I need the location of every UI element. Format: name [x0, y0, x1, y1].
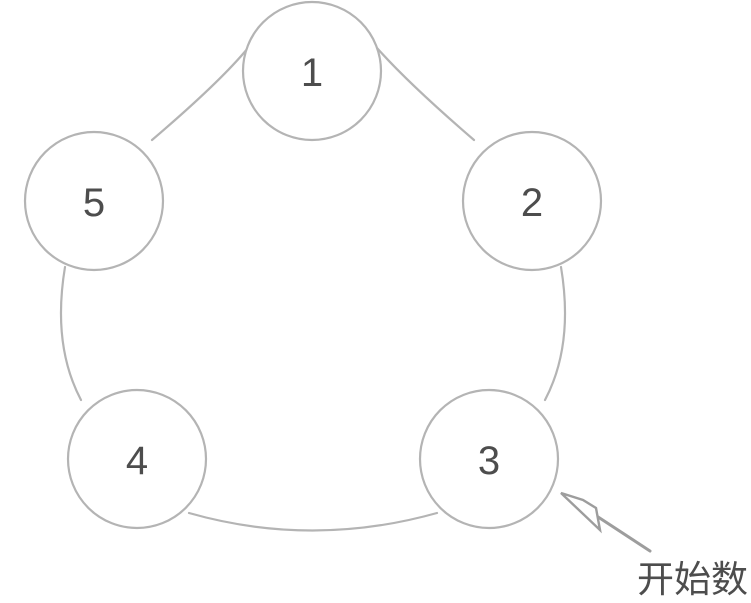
node-2-label: 2 [521, 181, 543, 225]
edge-1-to-2 [375, 46, 476, 142]
node-1[interactable]: 1 [241, 0, 383, 142]
node-5[interactable]: 5 [23, 130, 165, 272]
node-5-label: 5 [83, 181, 105, 225]
edge-5-to-1 [150, 46, 250, 142]
annotation-arrow-head-icon [560, 491, 602, 534]
node-2[interactable]: 2 [461, 130, 603, 272]
edge-4-to-5 [59, 265, 83, 402]
annotation-label: 开始数 [637, 558, 748, 601]
node-3-label: 3 [478, 439, 500, 483]
node-4-label: 4 [126, 439, 148, 483]
node-1-label: 1 [301, 51, 323, 95]
node-4-circle[interactable] [66, 388, 208, 530]
node-2-circle[interactable] [461, 130, 603, 272]
edge-group [59, 46, 567, 532]
annotation-arrow-shaft [590, 511, 652, 553]
edge-3-to-4 [187, 511, 439, 532]
annotation-group: 开始数 [560, 491, 748, 601]
node-group: 1 2 3 4 5 [23, 0, 603, 530]
node-4[interactable]: 4 [66, 388, 208, 530]
edge-2-to-3 [543, 265, 567, 402]
node-3[interactable]: 3 [418, 388, 560, 530]
node-3-circle[interactable] [418, 388, 560, 530]
node-5-circle[interactable] [23, 130, 165, 272]
node-1-circle[interactable] [241, 0, 383, 142]
